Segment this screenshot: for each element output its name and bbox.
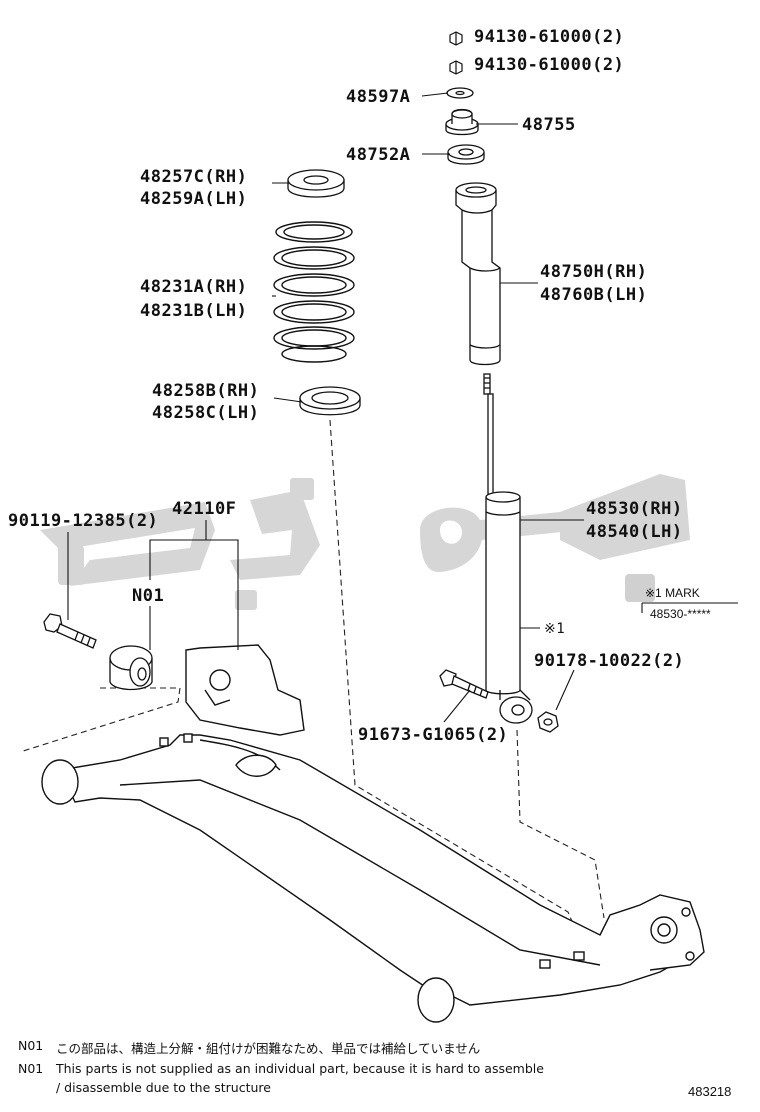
- lower-insulator-rh-callout: 48258B(RH): [152, 381, 260, 401]
- note-code-jp: N01: [18, 1038, 44, 1053]
- beam-bolt-callout: 90119-12385(2): [8, 511, 159, 531]
- absorber-bolt: [439, 669, 489, 699]
- top-nut-lower: [449, 60, 463, 75]
- bumper-rh-callout: 48750H(RH): [540, 262, 648, 282]
- watermark-logo: [40, 474, 690, 610]
- beam-callout: 42110F: [172, 499, 237, 519]
- bumper-lh-callout: 48760B(LH): [540, 285, 648, 305]
- note-code-en: N01: [18, 1061, 44, 1076]
- lower-spring-insulator: [299, 386, 361, 416]
- absorber-rh-callout: 48530(RH): [586, 499, 683, 519]
- washer-lower: [447, 144, 485, 165]
- support-callout: 48755: [522, 115, 576, 135]
- washer-lower-callout: 48752A: [346, 145, 411, 165]
- upper-insulator-rh-callout: 48257C(RH): [140, 167, 248, 187]
- absorber-nut: [537, 711, 559, 733]
- upper-spring-insulator: [287, 169, 345, 198]
- nut-upper-callout: 94130-61000(2): [474, 27, 625, 47]
- absorber-lh-callout: 48540(LH): [586, 522, 683, 542]
- mark-box-title: ※1 MARK: [645, 586, 700, 600]
- beam-bushing: [109, 645, 153, 691]
- leader-lines: [67, 92, 738, 723]
- beam-bolt: [43, 613, 97, 649]
- top-nut-upper: [449, 31, 463, 46]
- shock-support: [445, 108, 479, 136]
- note-text-jp: この部品は、構造上分解・組付けが困難なため、単品では補給していません: [56, 1041, 481, 1056]
- absorber-mark-callout: ※1: [544, 621, 566, 637]
- washer-upper: [446, 87, 474, 99]
- rear-axle-beam: [41, 644, 705, 1023]
- figure-number: 483218: [688, 1084, 732, 1099]
- shock-absorber: [483, 373, 533, 724]
- washer-upper-callout: 48597A: [346, 87, 411, 107]
- absorber-bolt-callout: 91673-G1065(2): [358, 725, 509, 745]
- absorber-nut-callout: 90178-10022(2): [534, 651, 685, 671]
- mark-box-value: 48530-*****: [650, 607, 711, 621]
- spring-rh-callout: 48231A(RH): [140, 277, 248, 297]
- note-text-en-line1: This parts is not supplied as an individ…: [56, 1061, 544, 1076]
- spring-lh-callout: 48231B(LH): [140, 301, 248, 321]
- note-text-en-line2: / disassemble due to the structure: [56, 1080, 271, 1095]
- lower-insulator-lh-callout: 48258C(LH): [152, 403, 260, 423]
- bump-stopper: [455, 182, 501, 366]
- upper-insulator-lh-callout: 48259A(LH): [140, 189, 248, 209]
- nut-lower-callout: 94130-61000(2): [474, 55, 625, 75]
- coil-spring: [273, 221, 355, 363]
- n01-callout: N01: [132, 586, 165, 606]
